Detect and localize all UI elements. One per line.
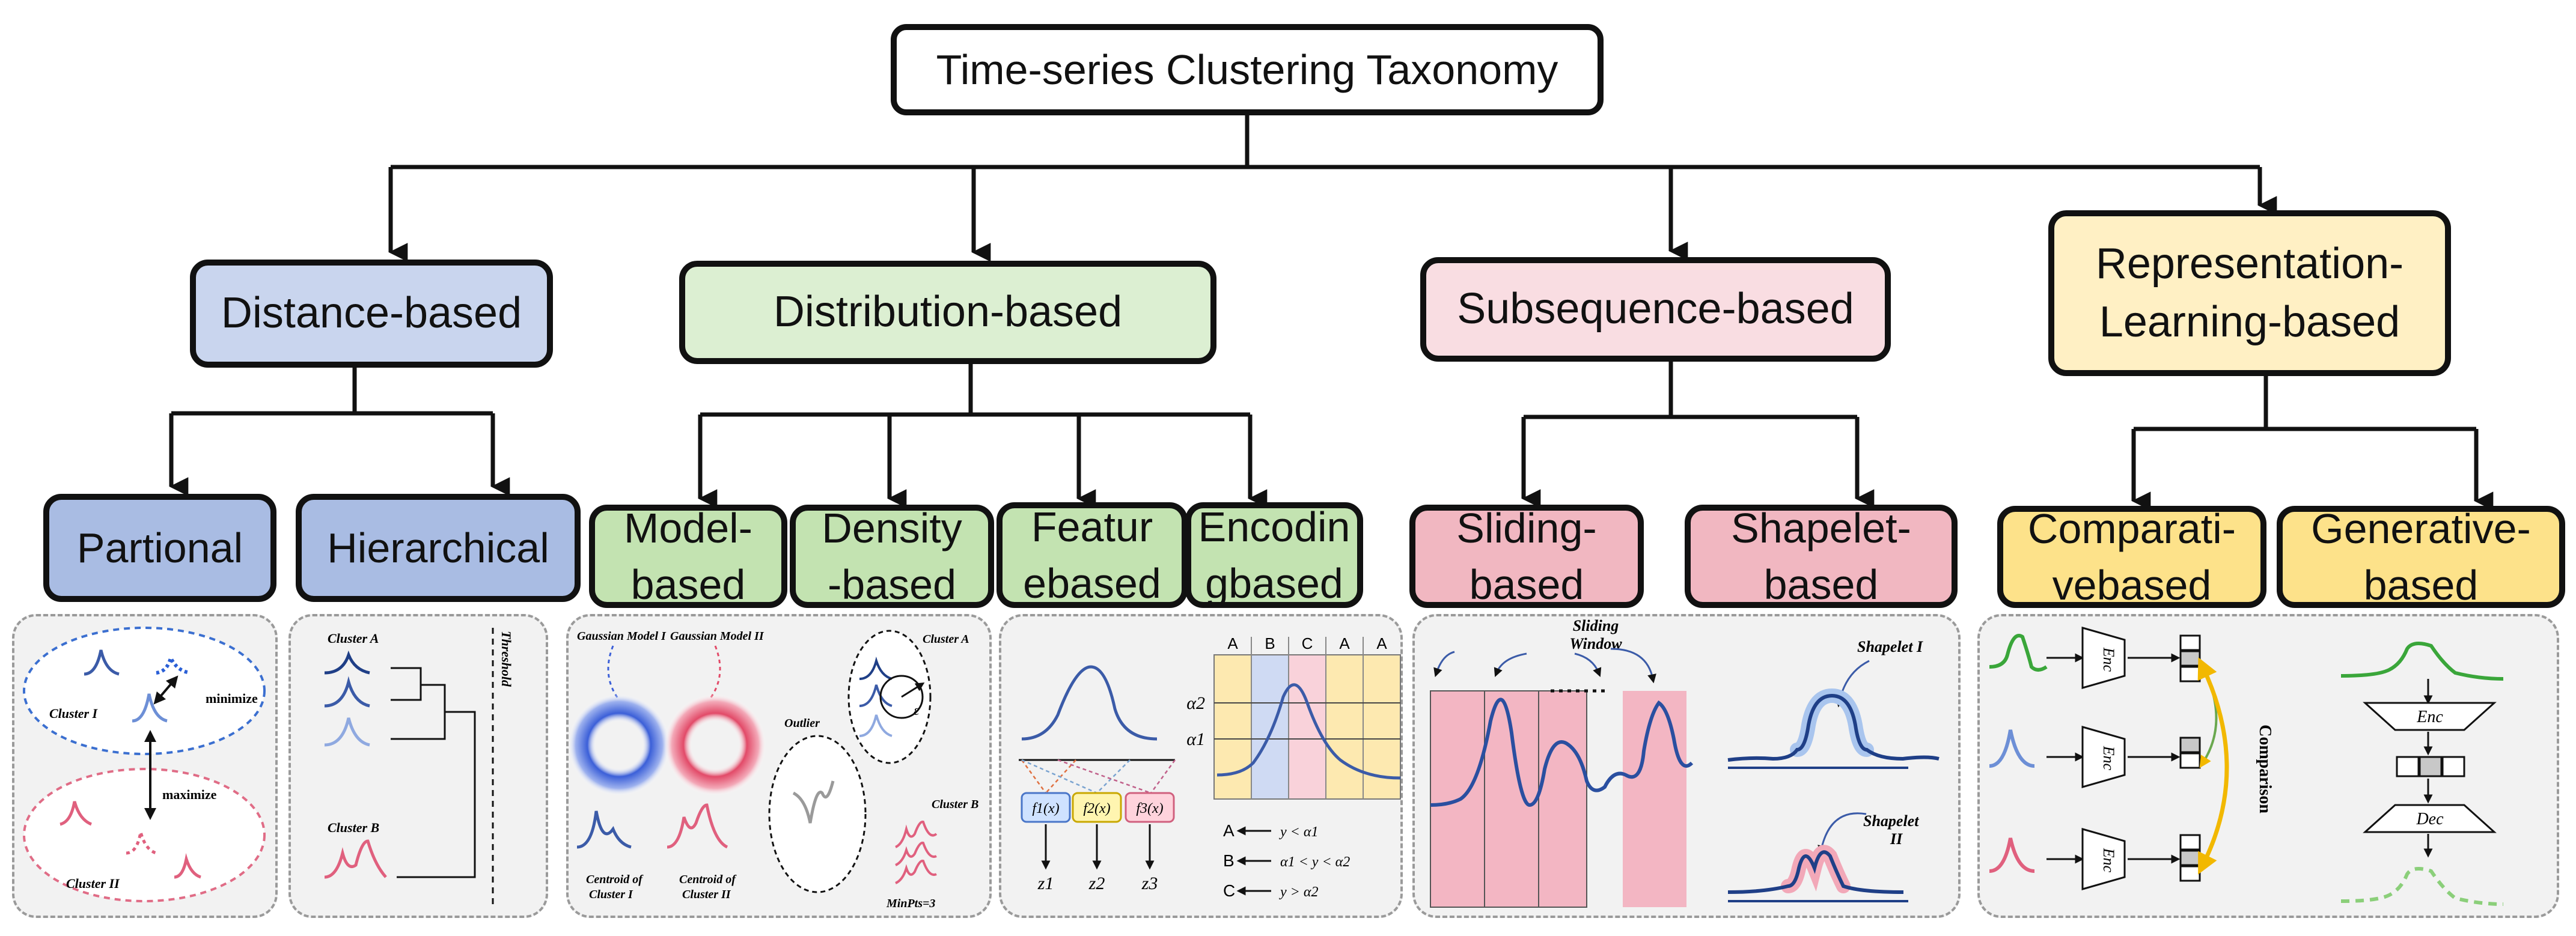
rule-a-symbol: A [1223,821,1235,840]
category-distribution-based: Distribution-based [679,261,1216,364]
centroid-ii-line1: Centroid of [679,873,737,886]
leaf-label: Partional [76,524,243,571]
feature-f1: f1(x) [1032,801,1059,816]
encoding-col-1: A [1227,634,1238,652]
minimize-label: minimize [206,691,258,706]
centroid-i-line1: Centroid of [586,873,644,886]
shapelet-i-label: Shapelet I [1857,638,1923,655]
leaf-density-based: Density -based [790,505,994,608]
leaf-label: Sliding- based [1456,504,1597,609]
category-subsequence-based: Subsequence-based [1420,257,1891,362]
leaf-label: Featur ebased [1023,503,1161,607]
encoding-col-3: C [1302,634,1313,652]
gaussian-model-i-label: Gaussian Model I [577,630,667,643]
category-distance-based: Distance-based [190,260,553,368]
centroid-i-line2: Cluster I [589,888,633,901]
leaf-label: Comparati- vebased [2027,505,2236,609]
leaf-partional: Partional [43,494,276,602]
shapelet-ii-label-2: II [1890,830,1903,848]
category-label: Subsequence-based [1457,285,1854,333]
outlier-label: Outlier [784,717,820,730]
maximize-label: maximize [162,787,217,802]
alpha1-label: α1 [1186,729,1205,749]
category-label: Representation- Learning-based [2095,239,2404,346]
feature-f2: f2(x) [1083,801,1110,816]
feature-illustration: f1(x) f2(x) f3(x) z1 z2 z3 [1019,665,1176,893]
density-cluster-b-label: Cluster B [932,798,978,811]
comparative-enc-3: Enc [2100,848,2117,873]
generative-illustration: Enc Dec [2340,642,2504,906]
leaf-label: Density -based [822,504,962,609]
root-node: Time-series Clustering Taxonomy [891,24,1604,115]
shapelet-illustration: Shapelet I Shapelet II [1727,638,1940,902]
minpts-label: MinPts=3 [886,897,935,910]
panel-representation [1977,614,2559,918]
cluster-a-label: Cluster A [328,631,379,646]
alpha2-label: α2 [1186,693,1205,713]
leaf-label: Encodin gbased [1198,503,1351,607]
cluster-i-label: Cluster I [49,706,99,721]
sliding-title-1: Sliding [1573,617,1619,634]
generative-dec: Dec [2416,810,2444,828]
gaussian-model-ii-label: Gaussian Model II [670,630,765,643]
leaf-comparative-based: Comparati- vebased [1997,505,2266,609]
rule-b-condition: α1 < y < α2 [1280,854,1350,870]
centroid-ii-line2: Cluster II [682,888,731,901]
rule-a-condition: y < α1 [1279,824,1318,840]
leaf-sliding-based: Sliding- based [1409,505,1644,608]
category-label: Distance-based [221,289,522,338]
encoding-col-2: B [1265,634,1275,652]
encoding-col-4: A [1339,634,1350,652]
comparative-illustration: Enc Enc Enc Comparison [1989,627,2274,890]
comparative-enc-2: Enc [2100,746,2117,771]
cluster-b-label: Cluster B [328,820,379,835]
leaf-label: Model- based [624,504,752,609]
sliding-title-2: Window [1569,635,1622,652]
threshold-label: Threshold [499,631,514,687]
leaf-label: Generative- based [2311,505,2531,609]
epsilon-label: ε [914,703,920,719]
leaf-shapelet-based: Shapelet- based [1685,505,1958,608]
leaf-feature-based: Featur ebased [997,502,1188,608]
sliding-illustration: Sliding Window [1430,617,1694,908]
panel-hierarchical [288,614,548,918]
leaf-label: Hierarchical [327,524,549,571]
rule-c-symbol: C [1223,881,1235,900]
generative-enc: Enc [2416,708,2443,726]
hierarchical-illustration: Cluster A Cluster B Threshold [324,628,514,907]
rule-b-symbol: B [1223,851,1235,870]
leaf-hierarchical: Hierarchical [296,494,581,602]
shapelet-ii-label-1: Shapelet [1863,812,1919,830]
comparative-enc-1: Enc [2100,647,2117,672]
comparison-label: Comparison [2256,725,2274,813]
category-representation-learning-based: Representation- Learning-based [2048,210,2451,376]
rule-c-condition: y > α2 [1279,884,1318,900]
partional-illustration: Cluster I minimize maximize Cluster II [23,627,266,902]
encoding-col-5: A [1376,634,1387,652]
leaf-encoding-based: Encodin gbased [1185,502,1363,608]
density-cluster-a-label: Cluster A [923,633,969,646]
output-z2: z2 [1088,874,1105,893]
model-illustration: Gaussian Model I Gaussian Model II Centr… [568,630,766,901]
category-label: Distribution-based [773,288,1123,336]
density-illustration: Outlier Cluster A ε Cluster B MinPts=3 [768,630,978,910]
leaf-generative-based: Generative- based [2277,505,2565,609]
feature-f3: f3(x) [1136,801,1163,816]
output-z1: z1 [1037,874,1054,893]
leaf-label: Shapelet- based [1731,504,1911,609]
output-z3: z3 [1141,874,1158,893]
cluster-ii-label: Cluster II [66,876,120,891]
root-label: Time-series Clustering Taxonomy [936,46,1558,93]
encoding-illustration: A B C A A α2 α1 A y < α1 B α1 < y < α2 C… [1186,634,1401,900]
leaf-model-based: Model- based [589,505,787,608]
